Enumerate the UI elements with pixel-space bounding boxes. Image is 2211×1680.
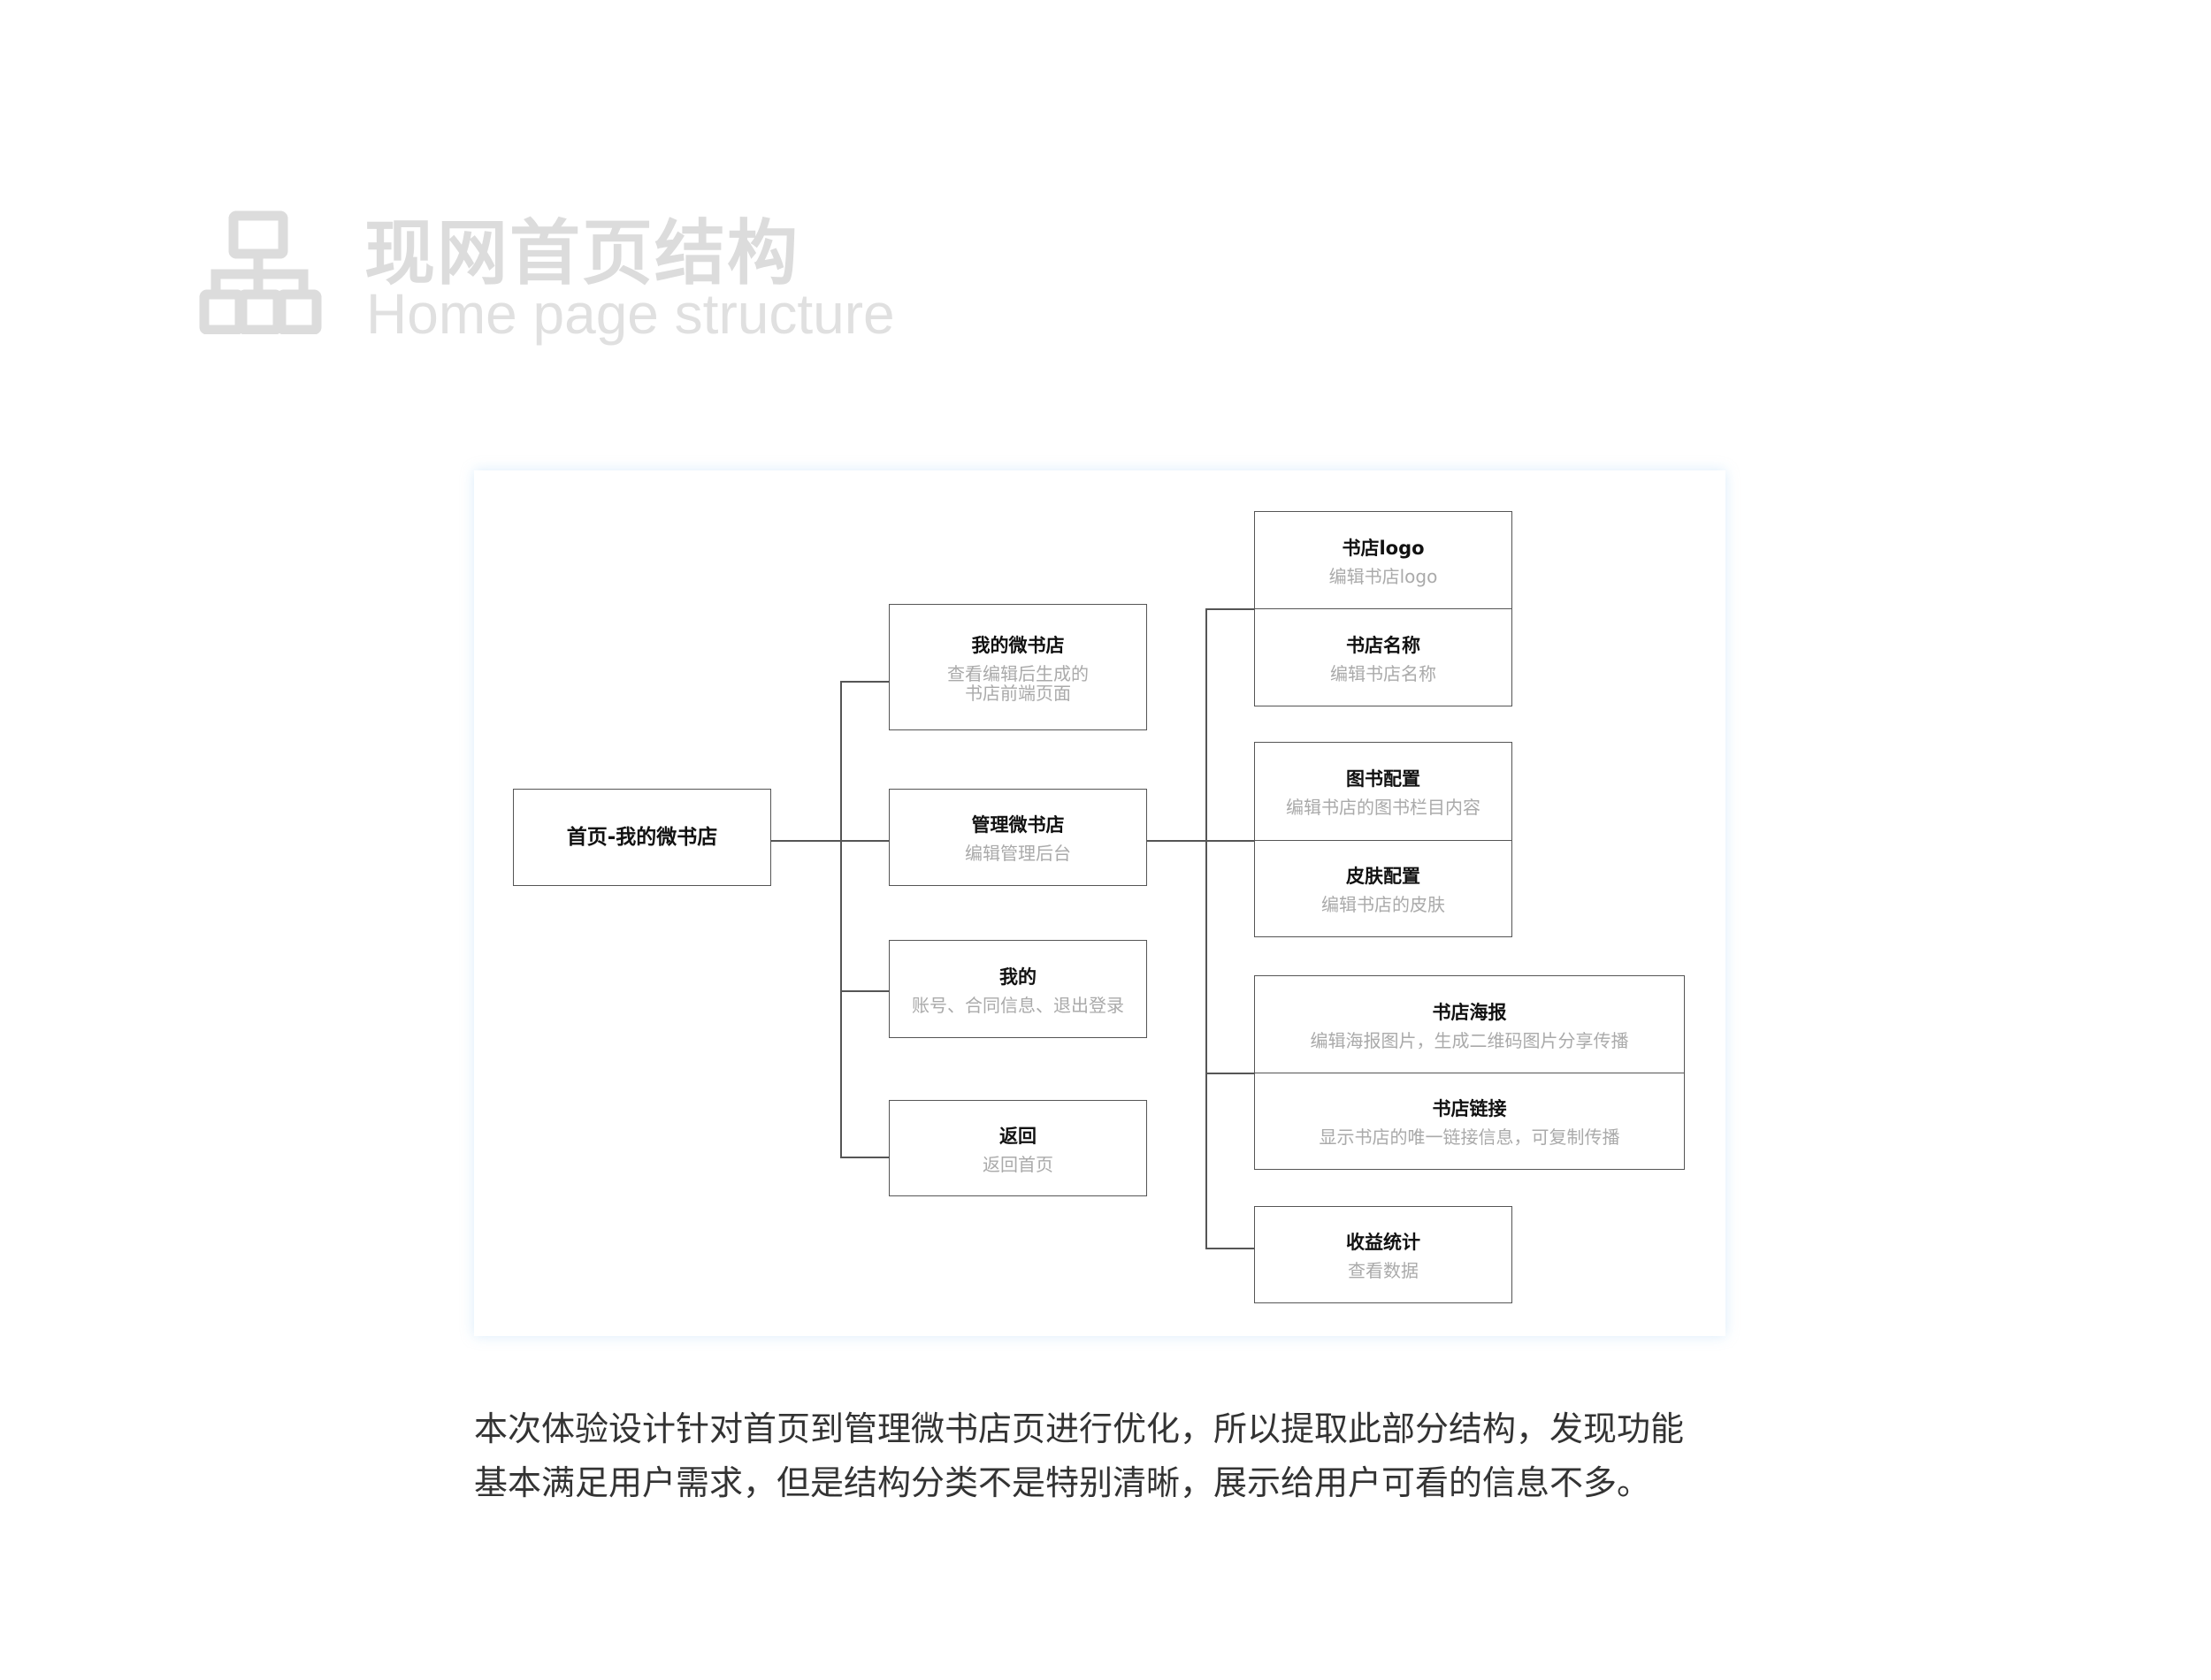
sitemap-icon [199, 210, 322, 334]
node-title: 皮肤配置 [1346, 866, 1420, 887]
node-root: 首页-我的微书店 [513, 789, 771, 886]
node-desc: 编辑书店logo [1328, 565, 1438, 587]
node-manage-shop: 管理微书店 编辑管理后台 [889, 789, 1147, 886]
node-shop-logo: 书店logo 编辑书店logo [1254, 511, 1512, 609]
node-title: 收益统计 [1346, 1232, 1420, 1253]
node-title: 首页-我的微书店 [566, 826, 718, 849]
node-skin-config: 皮肤配置 编辑书店的皮肤 [1254, 840, 1512, 937]
diagram-card [474, 470, 1725, 1336]
page-subtitle: Home page structure [366, 282, 895, 346]
node-desc: 显示书店的唯一链接信息，可复制传播 [1319, 1126, 1620, 1148]
connector [1147, 840, 1254, 842]
node-title: 返回 [999, 1125, 1037, 1147]
connector [1205, 608, 1207, 1248]
connector [840, 1157, 889, 1158]
connector [840, 681, 842, 1157]
page-title: 现网首页结构 [364, 212, 799, 294]
connector [771, 840, 889, 842]
node-desc: 返回首页 [983, 1153, 1053, 1175]
node-title: 图书配置 [1346, 768, 1420, 790]
node-title: 我的微书店 [971, 634, 1065, 656]
connector [1205, 608, 1254, 610]
node-desc: 查看数据 [1348, 1260, 1419, 1281]
node-title: 书店logo [1342, 537, 1425, 559]
node-desc: 编辑书店的皮肤 [1321, 894, 1445, 915]
node-shop-poster: 书店海报 编辑海报图片，生成二维码图片分享传播 [1254, 975, 1685, 1073]
node-title: 管理微书店 [971, 814, 1065, 836]
connector [840, 681, 889, 683]
node-me: 我的 账号、合同信息、退出登录 [889, 940, 1147, 1038]
node-desc: 查看编辑后生成的 书店前端页面 [947, 662, 1089, 704]
node-desc: 编辑海报图片，生成二维码图片分享传播 [1310, 1029, 1629, 1051]
connector [1205, 1248, 1254, 1249]
node-title: 书店链接 [1432, 1098, 1507, 1119]
node-desc: 编辑书店的图书栏目内容 [1286, 797, 1480, 818]
node-shop-link: 书店链接 显示书店的唯一链接信息，可复制传播 [1254, 1073, 1685, 1170]
node-title: 书店名称 [1346, 634, 1420, 656]
node-desc: 编辑管理后台 [965, 843, 1071, 864]
node-desc: 账号、合同信息、退出登录 [912, 994, 1124, 1016]
node-revenue-stats: 收益统计 查看数据 [1254, 1206, 1512, 1303]
node-title: 我的 [999, 966, 1037, 988]
node-shop-name: 书店名称 编辑书店名称 [1254, 608, 1512, 706]
node-back: 返回 返回首页 [889, 1100, 1147, 1196]
node-my-shop: 我的微书店 查看编辑后生成的 书店前端页面 [889, 604, 1147, 730]
node-book-config: 图书配置 编辑书店的图书栏目内容 [1254, 742, 1512, 841]
description-paragraph: 本次体验设计针对首页到管理微书店页进行优化，所以提取此部分结构，发现功能基本满足… [474, 1409, 1685, 1502]
node-desc: 编辑书店名称 [1330, 662, 1436, 684]
connector [840, 990, 889, 992]
connector [1205, 1073, 1254, 1074]
node-title: 书店海报 [1432, 1001, 1507, 1023]
